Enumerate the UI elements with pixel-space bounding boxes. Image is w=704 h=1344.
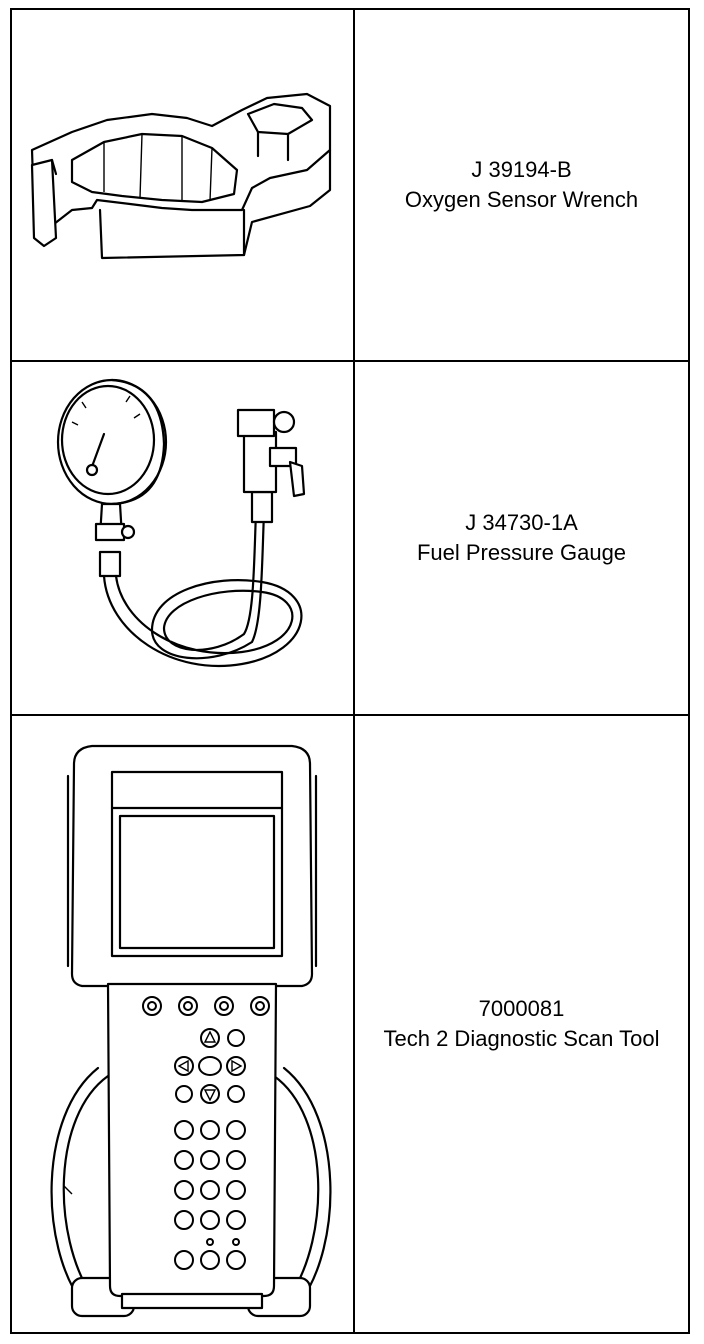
tool-name: Oxygen Sensor Wrench xyxy=(404,187,639,212)
fuel-pressure-gauge-icon xyxy=(56,378,306,668)
tool-image-cell xyxy=(12,362,355,714)
tool-name: Tech 2 Diagnostic Scan Tool xyxy=(383,1026,660,1051)
tool-image-cell xyxy=(12,10,355,360)
tech2-scan-tool-icon xyxy=(50,744,332,1318)
scan-tool-keypad xyxy=(142,996,270,1270)
tool-description: J 34730-1A Fuel Pressure Gauge xyxy=(355,362,688,714)
tool-row-fuel-pressure-gauge: J 34730-1A Fuel Pressure Gauge xyxy=(12,362,688,716)
tool-row-oxygen-sensor-wrench: J 39194-B Oxygen Sensor Wrench xyxy=(12,10,688,362)
tool-description: J 39194-B Oxygen Sensor Wrench xyxy=(355,10,688,360)
tool-part-number: 7000081 xyxy=(478,996,565,1021)
tool-description: 7000081 Tech 2 Diagnostic Scan Tool xyxy=(355,716,688,1332)
tool-image-cell xyxy=(12,716,355,1332)
tool-part-number: J 39194-B xyxy=(471,157,572,182)
special-tools-table: J 39194-B Oxygen Sensor Wrench xyxy=(10,8,690,1334)
tool-row-tech2-scan-tool: 7000081 Tech 2 Diagnostic Scan Tool xyxy=(12,716,688,1332)
tool-part-number: J 34730-1A xyxy=(465,510,578,535)
tool-name: Fuel Pressure Gauge xyxy=(416,540,627,565)
oxygen-sensor-wrench-icon xyxy=(30,92,332,260)
